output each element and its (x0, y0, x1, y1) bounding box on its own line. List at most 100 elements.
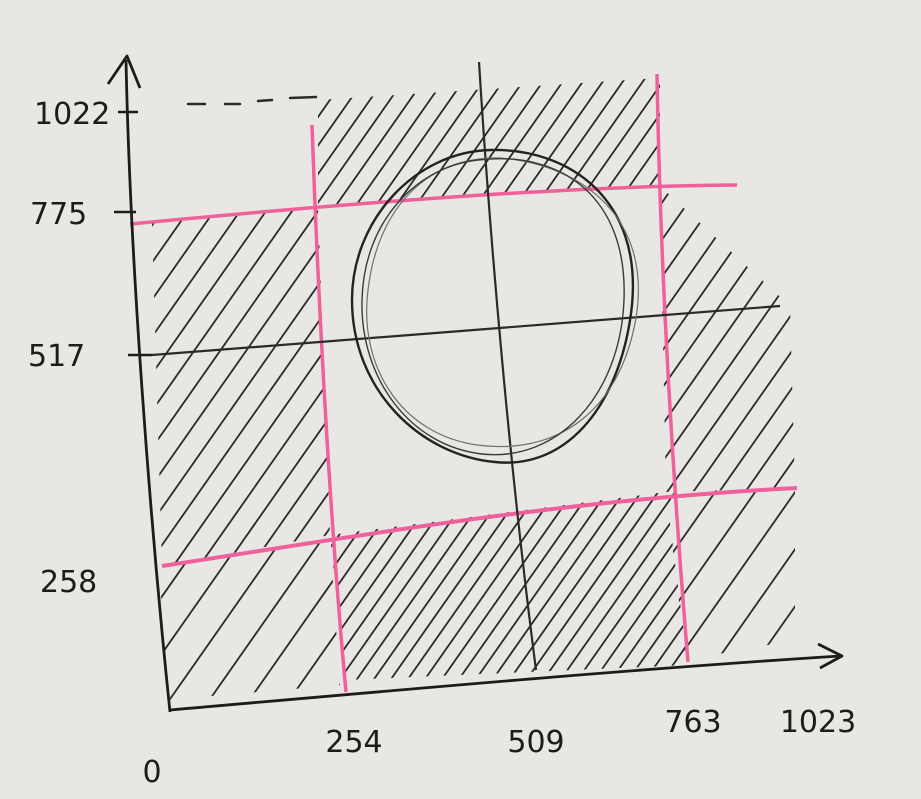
x-axis-arrowhead (817, 642, 844, 670)
hatch-stroke (561, 492, 688, 680)
hatch-stroke (660, 0, 921, 799)
hatch-stroke (900, 0, 921, 799)
hatch-stroke (660, 186, 795, 492)
hatch-stroke (580, 0, 921, 799)
hatch-stroke (493, 492, 688, 680)
hatch-stroke (152, 208, 330, 566)
hatch-stroke (318, 78, 501, 205)
hatch-stroke (0, 0, 34, 799)
hatch-stroke (902, 0, 921, 799)
hatch-stroke (582, 0, 921, 799)
pink-horizontal-775 (129, 183, 738, 226)
hatch-stroke (499, 78, 660, 205)
y-tick-label-1022: 1022 (34, 97, 110, 132)
hatch-stroke (620, 0, 921, 799)
hatch-stroke (660, 186, 795, 492)
hatch-stroke (330, 492, 647, 680)
hatch-stroke (519, 78, 660, 205)
hatch-stroke (556, 0, 921, 799)
x-tick-label-763: 763 (664, 705, 721, 740)
hatch-stroke (816, 0, 921, 799)
hatch-stroke (894, 0, 921, 799)
hatch-stroke (318, 78, 641, 205)
hatch-stroke (666, 488, 795, 660)
pink-horizontal-258 (161, 486, 798, 568)
hatch-stroke (660, 186, 675, 492)
hatch-stroke (380, 0, 921, 799)
hatch-stroke (318, 78, 660, 205)
hatch-stroke (374, 492, 688, 680)
hatch-stroke (659, 78, 660, 205)
hatch-stroke (330, 492, 688, 680)
hatch-stroke (860, 0, 921, 799)
hatch-stroke (699, 488, 795, 660)
y-tick-label-775: 775 (30, 197, 87, 232)
hatch-stroke (408, 492, 688, 680)
hatch-stroke (629, 492, 688, 680)
hatch-stroke (900, 0, 921, 799)
hatch-stroke (152, 208, 330, 566)
hatch-stroke (152, 208, 330, 566)
hatch-stroke (339, 540, 340, 700)
hatch-stroke (740, 0, 921, 799)
hatch-stroke (780, 0, 921, 799)
hatch-stroke (764, 0, 921, 799)
vertical-center-line (477, 61, 538, 671)
hatch-stroke (783, 0, 921, 799)
hatch-stroke (578, 492, 688, 680)
hatch-stroke (660, 186, 795, 492)
hatch-stroke (530, 0, 921, 799)
hatch-stroke (500, 0, 921, 799)
hatch-stroke (510, 492, 688, 680)
hatch-stroke (217, 208, 330, 566)
hatch-stroke (0, 0, 20, 799)
hatch-stroke (160, 540, 340, 700)
hatch-stroke (0, 0, 17, 799)
hatch-stroke (894, 0, 921, 799)
hatch-stroke (152, 208, 330, 566)
hatch-stroke (330, 492, 688, 680)
hatch-stroke (740, 0, 921, 799)
hatch-stroke (479, 78, 660, 205)
hatch-stroke (820, 0, 921, 799)
hatch-stroke (0, 0, 20, 799)
hatch-stroke (820, 0, 921, 799)
hatch-stroke (660, 186, 779, 492)
hatch-stroke (579, 78, 660, 205)
circle-region (350, 148, 639, 464)
hatch-stroke (680, 0, 921, 799)
hatch-stroke (318, 78, 421, 205)
hatch-stroke (660, 186, 795, 492)
hatch-stroke (357, 492, 688, 680)
hatch-stroke (318, 78, 660, 205)
hatch-stroke (0, 0, 24, 799)
y-axis-arrowhead (106, 54, 142, 89)
hatch-stroke (868, 0, 921, 799)
hatch-stroke (851, 0, 921, 799)
x-tick-label-254: 254 (325, 725, 382, 760)
hatch-stroke (660, 0, 921, 799)
hatch-stroke (634, 0, 921, 799)
hatch-stroke (400, 0, 921, 799)
x-tick-label-509: 509 (507, 725, 564, 760)
hatch-stroke (0, 0, 24, 799)
hatch-stroke (504, 0, 921, 799)
hatch-stroke (686, 0, 921, 799)
hatch-stroke (391, 492, 688, 680)
hatch-stroke (868, 0, 921, 799)
hatch-stroke (737, 186, 795, 492)
hatch-stroke (790, 0, 921, 799)
hatch-stroke (0, 0, 20, 799)
circle-outline-sketch-2 (361, 158, 625, 456)
hatch-stroke (666, 488, 795, 660)
hatch-stroke (330, 492, 688, 680)
hatch-stroke (539, 78, 660, 205)
hatch-stroke (660, 186, 795, 492)
hatch-stroke (720, 0, 921, 799)
